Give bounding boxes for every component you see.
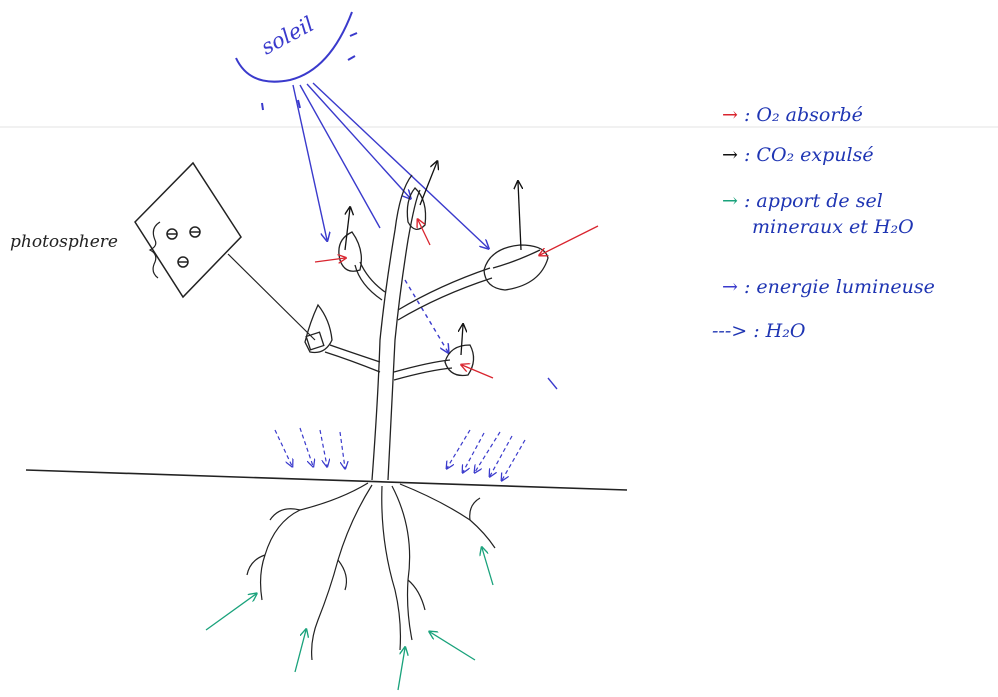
stray-mark — [547, 377, 558, 390]
light-ray-arrow — [404, 279, 448, 352]
ground-line — [25, 469, 628, 491]
leaf — [338, 231, 363, 272]
legend-arrow: → — [722, 190, 738, 212]
legend-item-co2: → : CO₂ expulsé — [722, 144, 874, 166]
legend-arrow: → — [722, 144, 738, 166]
photosphere-cell — [305, 331, 325, 351]
leaf-vein — [492, 249, 541, 269]
sun-ray — [297, 99, 301, 109]
brace — [148, 221, 161, 279]
sun-ray — [347, 55, 356, 61]
photosphere-label: photosphere — [10, 232, 118, 252]
leaf — [483, 244, 549, 291]
legend-item-minerals-line2: mineraux et H₂O — [752, 216, 914, 238]
legend-text: : CO₂ expulsé — [743, 144, 874, 166]
leaf — [406, 187, 427, 230]
o2-arrow — [540, 225, 599, 255]
legend-item-o2: → : O₂ absorbé — [722, 104, 863, 126]
co2-arrow — [344, 208, 350, 251]
o2-arrow — [462, 365, 494, 379]
mineral-arrows — [205, 548, 494, 691]
water-arrows — [274, 427, 526, 480]
co2-arrows — [344, 162, 521, 356]
legend-item-minerals: → : apport de sel — [722, 190, 883, 212]
plant-stem — [324, 174, 493, 481]
light-ray-arrow — [292, 84, 327, 240]
co2-arrow — [461, 325, 463, 356]
leaves — [304, 187, 549, 377]
light-ray-line — [299, 84, 381, 229]
legend-text: : apport de sel — [743, 190, 883, 212]
roots — [246, 482, 496, 661]
legend-item-light: → : energie lumineuse — [722, 276, 935, 298]
co2-arrow — [518, 182, 521, 251]
co2-arrow — [419, 162, 437, 206]
legend-text: : energie lumineuse — [743, 276, 935, 298]
legend: → : O₂ absorbé → : CO₂ expulsé → : appor… — [712, 104, 992, 364]
legend-arrow: → — [722, 276, 738, 298]
legend-text: mineraux et H₂O — [752, 216, 914, 238]
sun-ray — [349, 32, 358, 37]
legend-item-water: ---> : H₂O — [712, 320, 805, 342]
light-ray-arrow — [306, 83, 410, 198]
sun-arc — [235, 11, 353, 83]
light-ray-arrow — [312, 82, 488, 248]
o2-arrow — [418, 220, 431, 246]
light-rays — [292, 82, 558, 390]
legend-text: : H₂O — [753, 320, 806, 342]
leaf — [444, 344, 475, 377]
o2-arrow — [314, 258, 345, 262]
legend-text: : O₂ absorbé — [743, 104, 863, 126]
photosphere-inset — [134, 161, 316, 341]
sun-ray — [261, 102, 264, 111]
legend-arrow: → — [722, 104, 738, 126]
legend-arrow: ---> — [712, 320, 748, 342]
leaf — [304, 303, 333, 354]
o2-arrows — [314, 220, 599, 379]
sun — [235, 11, 358, 111]
